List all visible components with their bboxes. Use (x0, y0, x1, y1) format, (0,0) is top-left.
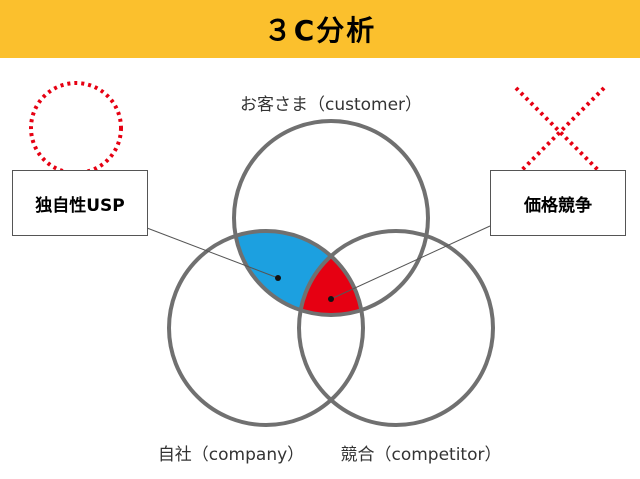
circle-mark-icon (29, 81, 123, 175)
header-bar: ３C分析 (0, 0, 640, 58)
usp-leader-line (146, 227, 279, 279)
cross-mark-icon (514, 86, 606, 178)
usp-callout: 独自性USP (12, 170, 148, 236)
price-competition-callout: 価格競争 (490, 170, 626, 236)
customer-label: お客さま（customer） (240, 95, 422, 115)
usp-dot (275, 275, 281, 281)
customer-circle (232, 119, 430, 317)
price-dot (328, 296, 334, 302)
price-leader-line (330, 225, 491, 300)
company-label: 自社（company） (158, 445, 304, 465)
competitor-circle (297, 229, 495, 427)
competitor-label: 競合（competitor） (340, 445, 501, 465)
company-circle (167, 229, 365, 427)
price-competition-callout-label: 価格競争 (524, 195, 592, 216)
page-title: ３C分析 (263, 14, 377, 47)
usp-callout-label: 独自性USP (35, 195, 125, 216)
